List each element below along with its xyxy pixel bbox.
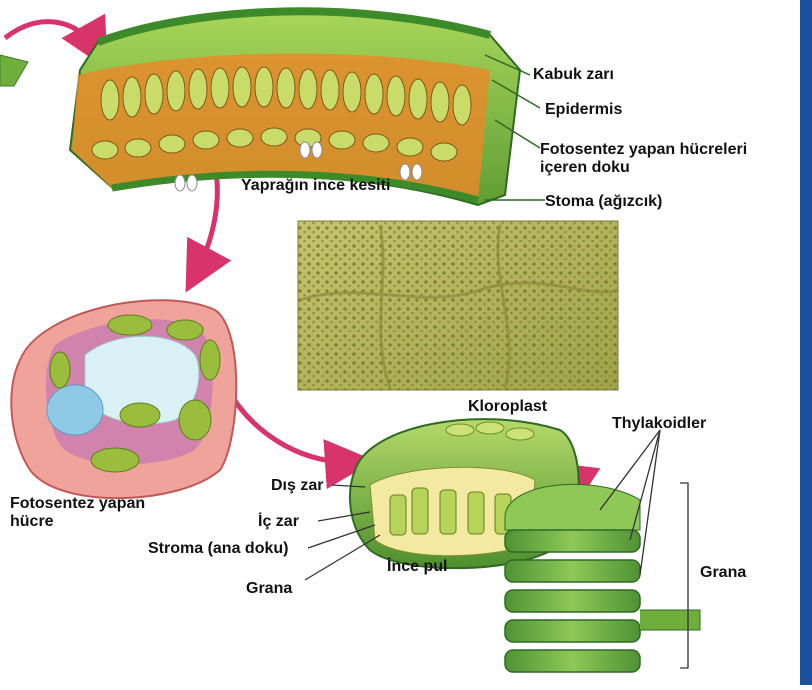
label-kloroplast: Kloroplast [468,398,547,415]
page-edge-bar [800,0,812,685]
label-ince-pul: İnce pul [387,558,447,575]
label-yaprak-kesiti: Yaprağın ince kesiti [241,177,390,194]
label-stoma: Stoma (ağızcık) [545,193,662,210]
arrow-leaf-to-section [5,22,98,52]
label-fotosentez-doku-1: Fotosentez yapan hücreleri [540,141,747,158]
leaf-fragment [0,55,28,86]
label-thylakoidler: Thylakoidler [612,415,706,432]
leaf-micrograph [298,221,618,390]
label-epidermis: Epidermis [545,101,622,118]
label-ic-zar: İç zar [258,513,299,530]
label-fotosentez-hucre-1: Fotosentez yapan [10,495,145,512]
label-dis-zar: Dış zar [271,477,323,494]
label-fotosentez-hucre-2: hücre [10,513,54,530]
photosynthetic-cell [11,300,236,498]
arrow-cell-to-chloroplast [225,385,355,462]
label-fotosentez-doku-2: içeren doku [540,159,630,176]
label-kabuk-zari: Kabuk zarı [533,66,614,83]
label-grana-small: Grana [246,580,292,597]
grana-stack [505,484,700,672]
label-stroma: Stroma (ana doku) [148,540,288,557]
leaf-cross-section [70,11,520,205]
label-grana-big: Grana [700,564,746,581]
